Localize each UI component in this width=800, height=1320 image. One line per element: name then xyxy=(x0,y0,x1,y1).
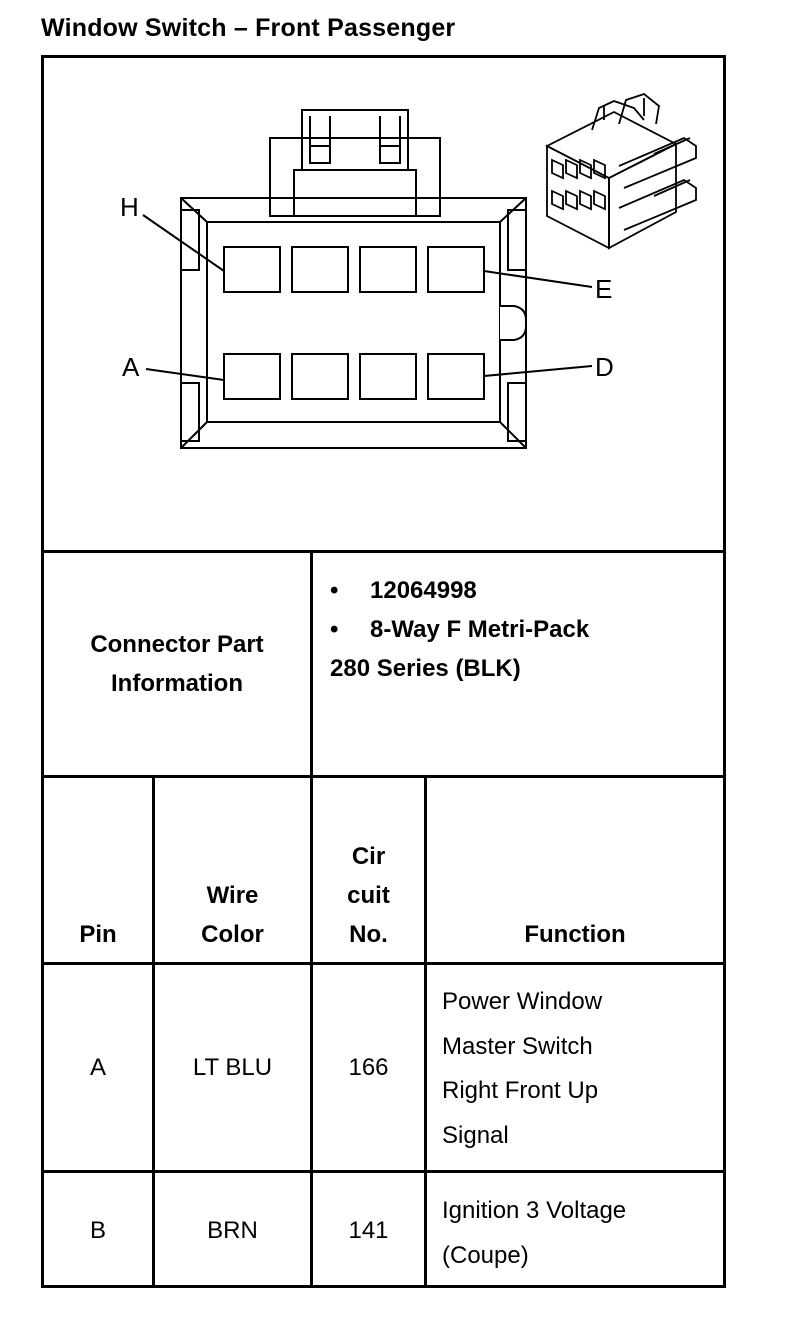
part-number: 12064998 xyxy=(370,577,477,604)
row-a-function-line: Right Front Up xyxy=(442,1077,599,1104)
header-circuit-line: Cir xyxy=(351,843,386,870)
connector-diagram: H E A D xyxy=(120,92,697,449)
connector-body xyxy=(180,197,527,449)
row-b-function-line: Ignition 3 Voltage xyxy=(442,1197,627,1224)
row-a-function-line: Master Switch xyxy=(442,1032,593,1060)
row-a-function: Power Window Master Switch Right Front U… xyxy=(442,980,602,1158)
row-b-function: Ignition 3 Voltage (Coupe) xyxy=(442,1189,626,1278)
divider xyxy=(44,550,723,553)
row-b-wire-color: BRN xyxy=(207,1216,258,1244)
connector-info-values: •12064998 •8-Way F Metri-Pack 280 Series… xyxy=(330,571,589,688)
divider xyxy=(44,962,723,965)
connector-isometric xyxy=(545,92,697,250)
header-circuit-line: No. xyxy=(349,921,388,948)
connector-series: 280 Series (BLK) xyxy=(330,655,521,682)
page-title: Window Switch – Front Passenger xyxy=(41,14,456,42)
leader-h xyxy=(142,214,225,272)
label-a: A xyxy=(122,352,140,382)
row-a-function-line: Power Window xyxy=(442,988,603,1015)
divider xyxy=(44,775,723,778)
header-circuit: Cir cuit No. xyxy=(313,837,424,954)
divider xyxy=(310,553,313,1288)
row-a-pin: A xyxy=(89,1053,106,1081)
header-wire-color-line: Wire xyxy=(206,882,259,909)
connector-info-label: Connector Part Information xyxy=(44,553,310,775)
cavity-row-top xyxy=(223,246,485,293)
label-d: D xyxy=(595,352,614,382)
header-wire-color: Wire Color xyxy=(155,876,310,954)
row-a-circuit: 166 xyxy=(348,1053,389,1081)
connector-latch xyxy=(269,109,441,217)
leader-e xyxy=(483,270,593,288)
row-b-circuit: 141 xyxy=(348,1216,389,1244)
divider xyxy=(44,1170,723,1173)
row-b-function-line: (Coupe) xyxy=(442,1241,529,1269)
leader-a xyxy=(145,368,225,381)
connector-type: 8-Way F Metri-Pack xyxy=(370,616,590,643)
part-number-item: •12064998 xyxy=(330,571,589,610)
label-e: E xyxy=(595,274,612,304)
header-wire-color-line: Color xyxy=(201,921,264,948)
leader-d xyxy=(483,365,593,377)
cavity-row-bottom xyxy=(223,353,485,400)
row-a-function-line: Signal xyxy=(442,1121,509,1149)
connector-info-label-line: Information xyxy=(111,670,243,697)
header-function: Function xyxy=(524,921,626,948)
connector-sheet: H E A D Connector Part Information •1206… xyxy=(41,55,726,1288)
connector-info-label-line: Connector Part xyxy=(90,631,264,658)
divider xyxy=(424,778,427,1288)
connector-type-item: •8-Way F Metri-Pack xyxy=(330,610,589,649)
divider xyxy=(152,778,155,1288)
header-pin: Pin xyxy=(79,921,117,948)
label-h: H xyxy=(120,192,139,222)
row-b-pin: B xyxy=(89,1216,106,1244)
header-circuit-line: cuit xyxy=(347,882,390,909)
row-a-wire-color: LT BLU xyxy=(192,1053,273,1081)
